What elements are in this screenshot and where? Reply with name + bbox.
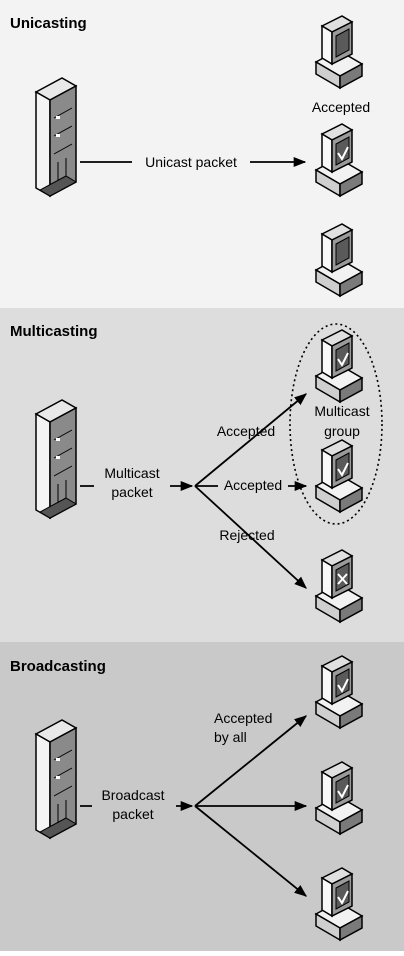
accepted-label-bg bbox=[218, 476, 288, 494]
multicast-packet-label-line2: packet bbox=[111, 484, 152, 500]
unicast-packet-label: Unicast packet bbox=[145, 154, 237, 170]
unicast-label-bg bbox=[132, 152, 250, 172]
rejected-label: Rejected bbox=[219, 527, 274, 543]
broadcast-packet-label-line2: packet bbox=[112, 806, 153, 822]
accepted-label: Accepted bbox=[217, 423, 275, 439]
checkmark-icon bbox=[337, 352, 349, 367]
multicast-group-outline bbox=[289, 323, 383, 525]
broadcast-label-bg bbox=[92, 784, 176, 824]
multicast-group-label-line1: Multicast bbox=[314, 403, 369, 419]
multicast-label-bg bbox=[94, 464, 170, 504]
server-icon bbox=[35, 77, 77, 197]
checkmark-icon bbox=[337, 678, 349, 693]
unicasting-title: Unicasting bbox=[10, 15, 87, 32]
multicast-arrow-upper bbox=[194, 393, 307, 487]
broadcasting-title: Broadcasting bbox=[10, 658, 106, 675]
accepted-by-all-label-line2: by all bbox=[214, 729, 247, 745]
checkmark-icon bbox=[337, 462, 349, 477]
accepted-by-all-label-line1: Accepted bbox=[214, 710, 272, 726]
server-icon bbox=[35, 399, 77, 519]
reject-x-icon bbox=[337, 573, 348, 585]
broadcast-packet-label-line1: Broadcast bbox=[101, 787, 164, 803]
checkmark-icon bbox=[337, 784, 349, 799]
accepted-label: Accepted bbox=[312, 99, 370, 115]
broadcast-arrow-lower bbox=[194, 805, 307, 897]
multicasting-title: Multicasting bbox=[10, 323, 98, 340]
accepted-label: Accepted bbox=[224, 477, 282, 493]
server-icon bbox=[35, 719, 77, 839]
multicast-group-label-line2: group bbox=[324, 423, 360, 439]
checkmark-icon bbox=[337, 890, 349, 905]
multicast-packet-label-line1: Multicast bbox=[104, 465, 159, 481]
multicast-arrow-lower bbox=[194, 485, 307, 589]
checkmark-icon bbox=[337, 146, 349, 161]
broadcast-arrow-upper bbox=[194, 715, 307, 807]
